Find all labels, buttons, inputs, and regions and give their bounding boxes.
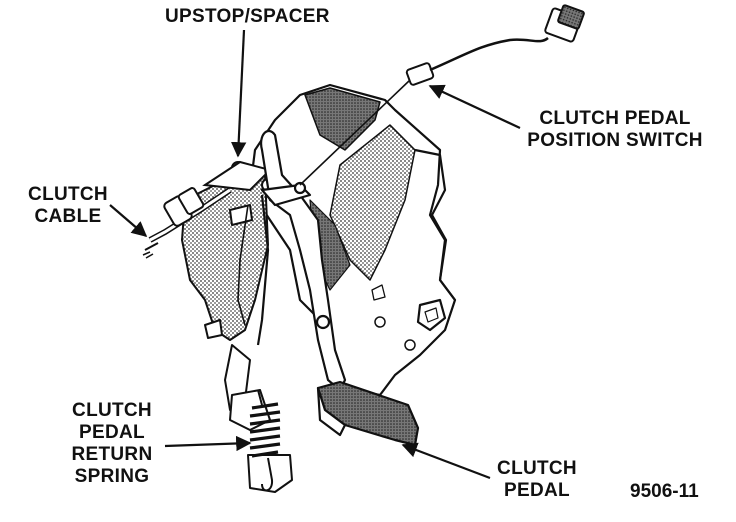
label-clutch-pedal-position-switch: CLUTCH PEDAL POSITION SWITCH bbox=[527, 108, 703, 151]
clutch-pedal-pad bbox=[316, 380, 420, 447]
spring-arrow bbox=[164, 435, 252, 452]
label-clutch-cable: CLUTCH CABLE bbox=[28, 184, 108, 227]
label-upstop-spacer: UPSTOP/SPACER bbox=[165, 6, 330, 27]
cable-arrow bbox=[109, 204, 148, 238]
label-clutch-pedal-return-spring: CLUTCH PEDAL RETURN SPRING bbox=[71, 400, 153, 487]
label-clutch-pedal: CLUTCH PEDAL bbox=[497, 458, 577, 501]
position-switch bbox=[299, 4, 585, 186]
pedal-arm bbox=[237, 129, 347, 392]
figure-number: 9506-11 bbox=[630, 481, 699, 502]
clutch-cable bbox=[142, 187, 232, 259]
upstop-arrow bbox=[230, 29, 247, 158]
pedal-bracket bbox=[248, 83, 457, 397]
return-spring bbox=[249, 389, 281, 492]
pedal-arrow bbox=[401, 442, 491, 480]
switch-arrow bbox=[428, 84, 521, 129]
leader-lines bbox=[109, 29, 521, 480]
